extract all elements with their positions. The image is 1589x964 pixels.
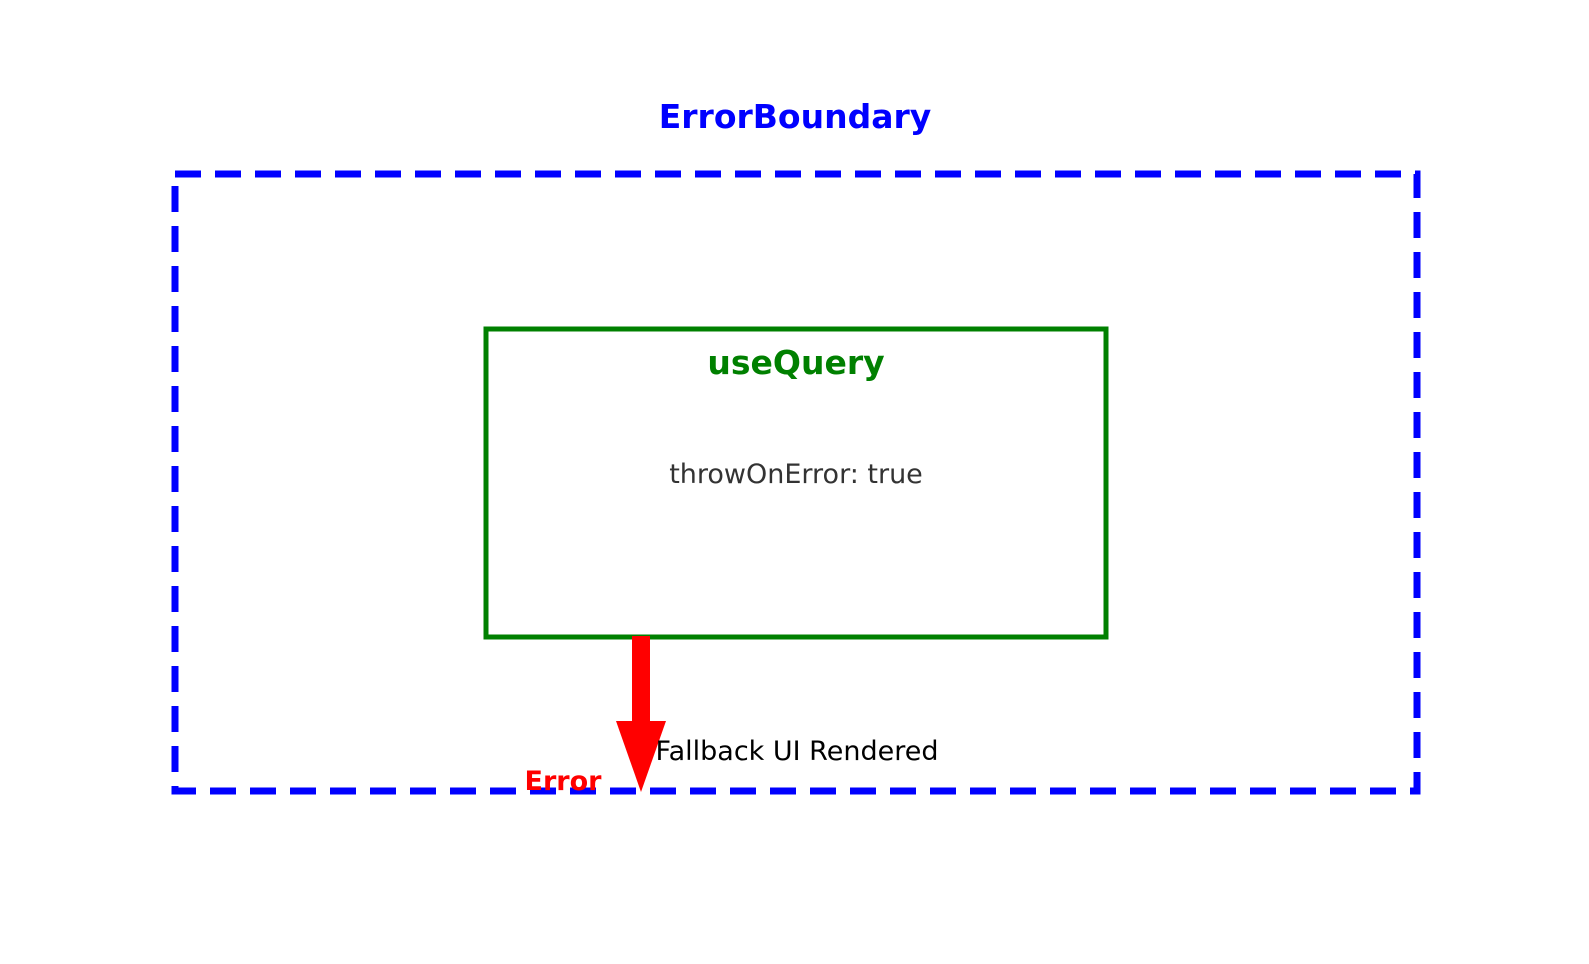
error-label: Error bbox=[525, 766, 603, 797]
error-boundary-box bbox=[171, 170, 1421, 795]
use-query-title: useQuery bbox=[707, 343, 884, 382]
use-query-box bbox=[483, 326, 1109, 640]
throw-on-error-option: throwOnError: true bbox=[669, 459, 923, 490]
fallback-ui-label: Fallback UI Rendered bbox=[656, 736, 939, 767]
error-boundary-title: ErrorBoundary bbox=[659, 97, 932, 136]
error-arrow-shaft bbox=[632, 636, 650, 722]
error-arrow-head bbox=[616, 721, 666, 792]
